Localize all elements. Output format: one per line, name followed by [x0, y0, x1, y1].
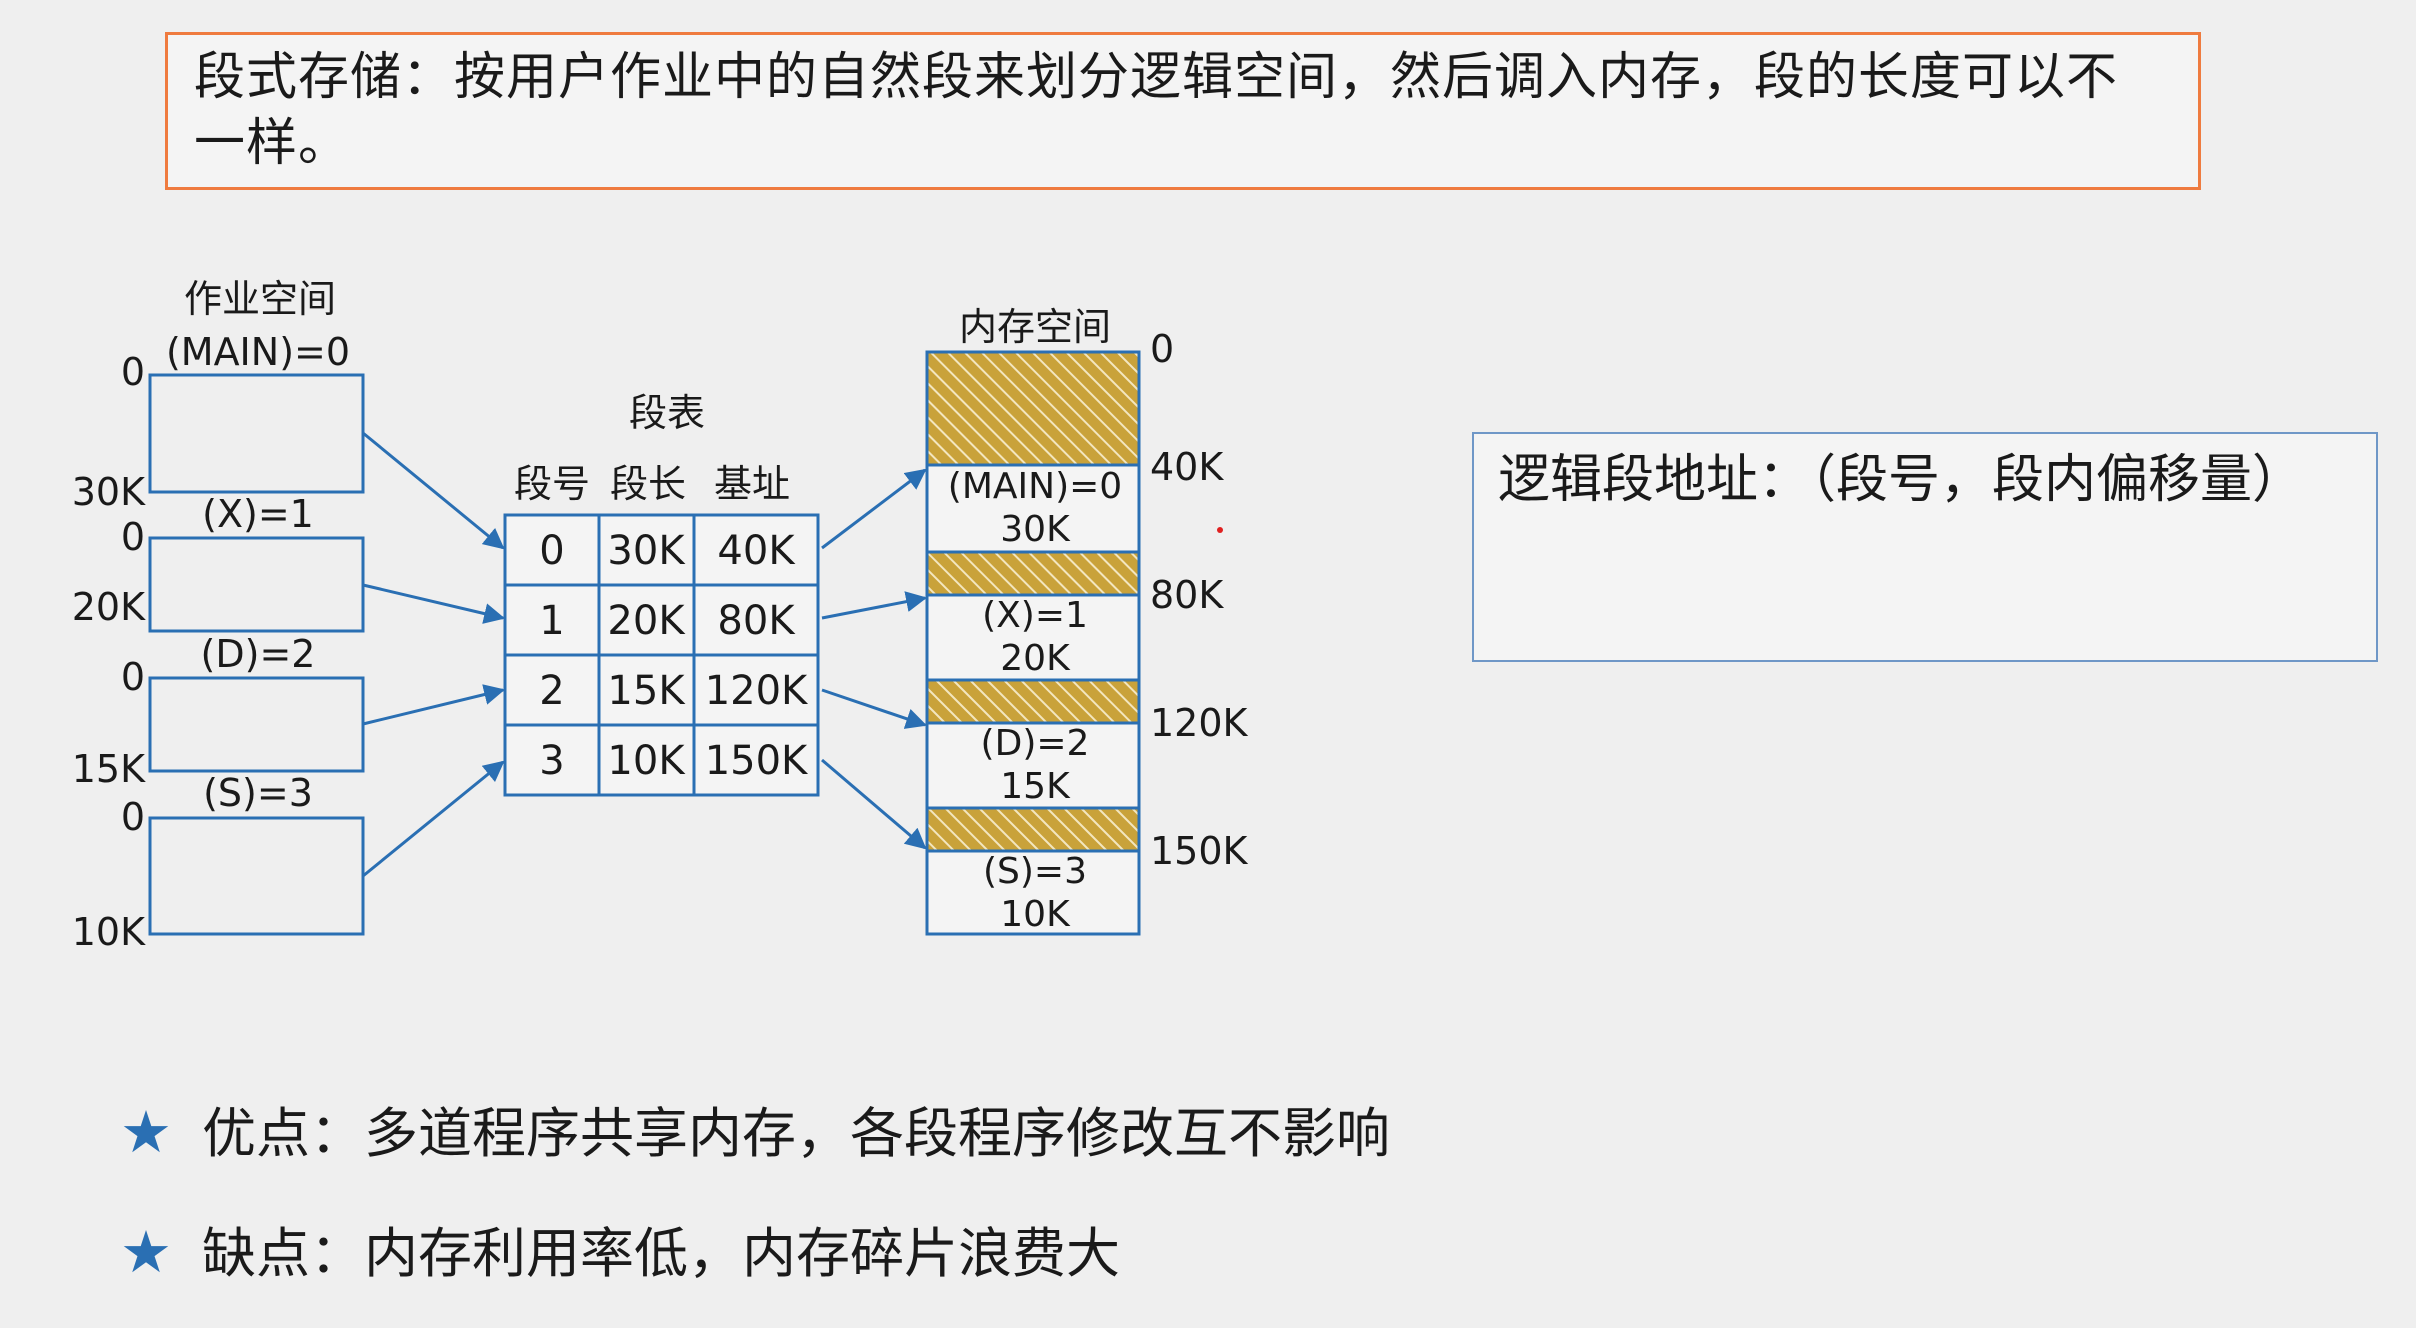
arrow: [362, 431, 505, 550]
memory-block-size: 30K: [1000, 509, 1071, 550]
cons-item: ★ 缺点：内存利用率低，内存碎片浪费大: [120, 1212, 1120, 1294]
cons-text: 缺点：内存利用率低，内存碎片浪费大: [202, 1222, 1120, 1285]
memory-address: 0: [1150, 327, 1174, 371]
table-cell: 40K: [717, 528, 796, 574]
address-note-box: 逻辑段地址：（段号，段内偏移量）: [1472, 432, 2378, 662]
table-cell: 0: [539, 528, 564, 574]
free-area-hatched: [927, 808, 1139, 851]
memory-block-name: (S)=3: [983, 851, 1087, 892]
job-segment-box: [148, 536, 365, 633]
pros-item: ★ 优点：多道程序共享内存，各段程序修改互不影响: [120, 1092, 1390, 1174]
segment-table-row: 3 10K 150K: [539, 738, 809, 784]
memory-space-title: 内存空间: [959, 305, 1111, 349]
definition-box: 段式存储：按用户作业中的自然段来划分逻辑空间，然后调入内存，段的长度可以不一样。: [165, 32, 2201, 190]
table-cell: 2: [539, 668, 564, 714]
job-segment-d: (D)=2 0 15K: [72, 632, 365, 791]
arrow: [362, 760, 505, 878]
job-to-table-arrows: [362, 431, 506, 878]
memory-block-name: (MAIN)=0: [948, 466, 1122, 507]
job-segment-name: (MAIN)=0: [166, 330, 350, 374]
segment-table-row: 2 15K 120K: [539, 668, 809, 714]
table-cell: 3: [539, 738, 564, 784]
job-segment-box: [148, 373, 365, 494]
star-icon: ★: [120, 1098, 172, 1166]
address-note-text: 逻辑段地址：（段号，段内偏移量）: [1498, 450, 2305, 510]
free-area-hatched: [927, 552, 1139, 595]
segment-table-row: 0 30K 40K: [539, 528, 796, 574]
segment-table-header-length: 段长: [610, 462, 686, 506]
memory-block-name: (X)=1: [982, 595, 1088, 636]
memory-address: 120K: [1150, 701, 1249, 745]
memory-block-x: [927, 595, 1139, 680]
red-dot: [1217, 527, 1223, 533]
table-cell: 150K: [705, 738, 809, 784]
memory-block-labels: (MAIN)=0 30K (X)=1 20K (D)=2 15K (S)=3 1…: [948, 466, 1122, 935]
job-segment-start: 0: [121, 350, 145, 394]
memory-block-main: [927, 465, 1139, 552]
arrow: [821, 468, 927, 550]
memory-block-d: [927, 723, 1139, 808]
job-segment-end: 30K: [72, 470, 146, 514]
job-segment-x: (X)=1 0 20K: [72, 492, 365, 633]
arrow: [362, 583, 506, 624]
segment-table-title: 段表: [629, 391, 705, 435]
job-segment-box: [148, 676, 365, 773]
segment-table-header-number: 段号: [514, 462, 590, 506]
arrow: [821, 591, 928, 620]
memory-block-name: (D)=2: [981, 723, 1090, 764]
table-cell: 120K: [705, 668, 809, 714]
pros-text: 优点：多道程序共享内存，各段程序修改互不影响: [202, 1102, 1390, 1165]
table-to-memory-arrows: [821, 468, 928, 850]
memory-address-labels: 0 40K 80K 120K 150K: [1150, 327, 1249, 873]
job-segment-end: 20K: [72, 585, 146, 629]
table-cell: 20K: [607, 598, 686, 644]
job-segment-main: (MAIN)=0 0 30K: [72, 330, 365, 514]
arrow: [821, 688, 927, 729]
segment-table-header-base: 基址: [714, 462, 790, 506]
job-segment-start: 0: [121, 795, 145, 839]
table-cell: 80K: [717, 598, 796, 644]
arrow: [362, 684, 506, 726]
star-icon: ★: [120, 1218, 172, 1286]
free-area-hatched: [927, 680, 1139, 723]
memory-address: 40K: [1150, 445, 1224, 489]
memory-block-size: 10K: [1000, 894, 1071, 935]
job-segment-end: 15K: [72, 747, 146, 791]
job-segment-start: 0: [121, 515, 145, 559]
job-segment-name: (X)=1: [202, 492, 314, 536]
memory-address: 150K: [1150, 829, 1249, 873]
memory-column: [925, 350, 1141, 936]
segment-table-row: 1 20K 80K: [539, 598, 796, 644]
table-cell: 30K: [607, 528, 686, 574]
memory-block-size: 15K: [1000, 766, 1071, 807]
job-space-title: 作业空间: [184, 277, 336, 321]
table-cell: 10K: [607, 738, 686, 784]
arrow: [821, 758, 927, 850]
job-segment-name: (D)=2: [201, 632, 316, 676]
memory-block-s: [927, 851, 1139, 934]
table-cell: 1: [539, 598, 564, 644]
job-segment-box: [148, 816, 365, 936]
job-segment-s: (S)=3 0 10K: [72, 771, 365, 954]
memory-address: 80K: [1150, 573, 1224, 617]
segment-table-grid: [503, 513, 820, 797]
job-segment-name: (S)=3: [203, 771, 313, 815]
memory-block-size: 20K: [1000, 638, 1071, 679]
job-segment-end: 10K: [72, 910, 146, 954]
job-segment-start: 0: [121, 655, 145, 699]
free-area-hatched: [927, 352, 1139, 465]
definition-text: 段式存储：按用户作业中的自然段来划分逻辑空间，然后调入内存，段的长度可以不一样。: [194, 48, 2119, 173]
table-cell: 15K: [607, 668, 686, 714]
